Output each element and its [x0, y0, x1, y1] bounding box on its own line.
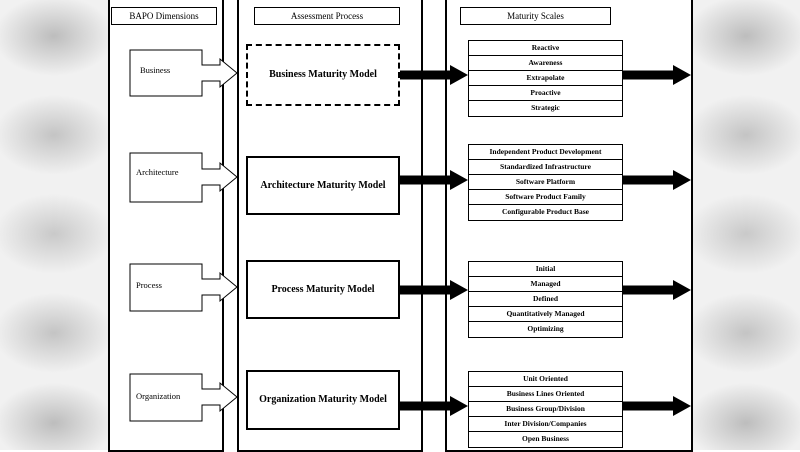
scale-item: Configurable Product Base: [502, 207, 589, 216]
scale-item: Software Platform: [469, 175, 622, 190]
scale-item: Standardized Infrastructure: [469, 160, 622, 175]
scale-item: Independent Product Development: [469, 145, 622, 160]
dimension-business-shape: [129, 49, 238, 97]
dimensions-title: BAPO Dimensions: [111, 7, 217, 25]
model-to-scale-arrow-process: [400, 280, 468, 300]
scale-output-arrow-architecture: [623, 170, 691, 190]
scale-item: Software Product Family: [469, 190, 622, 205]
scale-output-arrow-organization: [623, 396, 691, 416]
scale-item: Reactive: [469, 41, 622, 56]
process-scale-list: Initial Managed Defined Quantitatively M…: [468, 261, 623, 338]
scale-item: Awareness: [469, 56, 622, 71]
dimension-architecture-shape: [129, 152, 238, 203]
scale-item: Managed: [469, 277, 622, 292]
process-maturity-model-box: Process Maturity Model: [246, 260, 400, 319]
dimension-organization-shape: [129, 373, 238, 422]
scale-output-arrow-process: [623, 280, 691, 300]
scale-item: Unit Oriented: [469, 372, 622, 387]
organization-scale-list: Unit Oriented Business Lines Oriented Bu…: [468, 371, 623, 448]
scale-item: Business Group/Division: [469, 402, 622, 417]
scale-item: Proactive: [469, 86, 622, 101]
dimension-process-shape: [129, 263, 238, 312]
model-to-scale-arrow-organization: [400, 396, 468, 416]
organization-maturity-model-box: Organization Maturity Model: [246, 370, 400, 430]
scales-title: Maturity Scales: [460, 7, 611, 25]
architecture-scale-list: Independent Product Development Standard…: [468, 144, 623, 221]
architecture-maturity-model-box: Architecture Maturity Model: [246, 156, 400, 215]
scale-item: Strategic: [531, 103, 560, 112]
dimension-label-organization: Organization: [136, 391, 181, 401]
right-blurred-background: [692, 0, 800, 450]
dimension-label-process: Process: [136, 280, 162, 290]
scale-item: Defined: [469, 292, 622, 307]
dimension-label-business: Business: [140, 65, 171, 75]
scale-item: Business Lines Oriented: [469, 387, 622, 402]
process-title: Assessment Process: [254, 7, 400, 25]
scale-item: Open Business: [522, 434, 569, 443]
dimension-label-architecture: Architecture: [136, 167, 179, 177]
model-to-scale-arrow-architecture: [400, 170, 468, 190]
business-scale-list: Reactive Awareness Extrapolate Proactive…: [468, 40, 623, 117]
scale-item: Inter Division/Companies: [469, 417, 622, 432]
model-to-scale-arrow-business: [400, 65, 468, 85]
scale-item: Quantitatively Managed: [469, 307, 622, 322]
scale-output-arrow-business: [623, 65, 691, 85]
left-blurred-background: [0, 0, 108, 450]
scale-item: Optimizing: [527, 324, 564, 333]
business-maturity-model-box: Business Maturity Model: [246, 44, 400, 106]
scale-item: Extrapolate: [469, 71, 622, 86]
scale-item: Initial: [469, 262, 622, 277]
